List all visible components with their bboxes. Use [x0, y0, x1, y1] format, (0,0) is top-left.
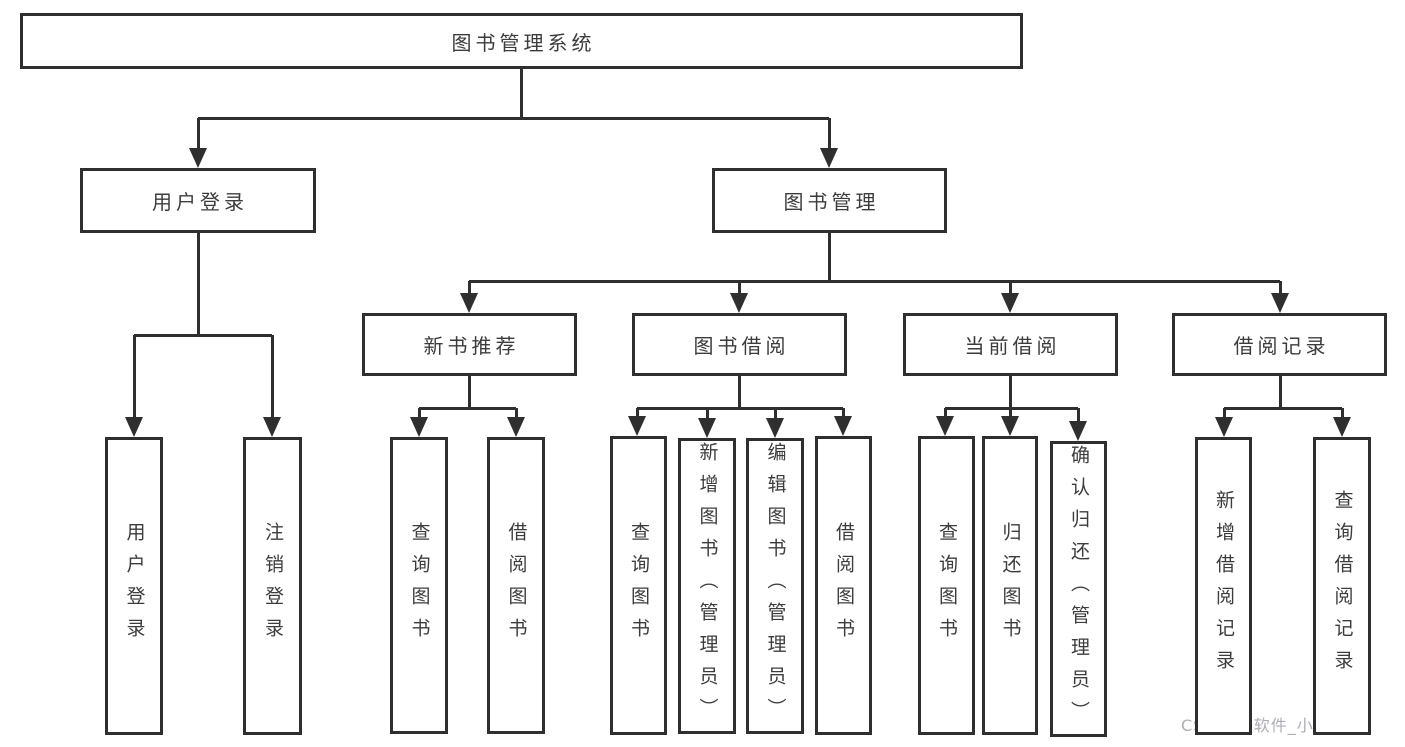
- node-label-bb-borrow-book: 借阅图书: [833, 521, 855, 650]
- arrow-down-icon: [1001, 416, 1019, 436]
- arrow-down-icon: [1271, 293, 1289, 313]
- connector-line: [419, 406, 516, 410]
- node-bb-add-book-admin: 新增图书（管理员）: [678, 438, 736, 734]
- node-user-login-group: 用户登录: [80, 168, 316, 233]
- connector-line: [1278, 376, 1282, 409]
- connector-line: [637, 406, 843, 410]
- node-borrow-records: 借阅记录: [1172, 313, 1387, 376]
- node-br-query-record: 查询借阅记录: [1313, 437, 1371, 735]
- node-label-user-login: 用户登录: [123, 522, 146, 650]
- node-label-cb-confirm-return-admin: 确认归还（管理员）: [1068, 445, 1090, 733]
- node-label-book-borrow: 图书借阅: [693, 334, 790, 358]
- arrow-down-icon: [263, 417, 281, 437]
- connector-line: [1008, 376, 1012, 409]
- arrow-down-icon: [698, 418, 716, 438]
- connector-line: [198, 116, 829, 120]
- connector-line: [417, 408, 421, 424]
- connector-line: [705, 408, 709, 425]
- connector-line: [134, 333, 272, 337]
- node-label-book-management: 图书管理: [783, 190, 880, 214]
- connector-line: [469, 279, 1280, 283]
- node-bb-borrow-book: 借阅图书: [815, 436, 872, 735]
- node-nb-query-book: 查询图书: [390, 437, 448, 734]
- node-label-bb-query-book: 查询图书: [628, 521, 650, 650]
- node-bb-query-book: 查询图书: [610, 436, 667, 735]
- node-label-new-book-recommend: 新书推荐: [423, 334, 520, 358]
- connector-line: [1340, 408, 1344, 424]
- node-cb-query-book: 查询图书: [918, 436, 975, 735]
- connector-line: [132, 335, 136, 423]
- node-cb-return-book: 归还图书: [982, 436, 1038, 735]
- arrow-down-icon: [1333, 417, 1351, 437]
- connector-line: [737, 376, 741, 409]
- connector-line: [827, 233, 831, 282]
- connector-line: [270, 335, 274, 423]
- node-label-user-login-group: 用户登录: [152, 190, 248, 214]
- node-label-bb-edit-book-admin: 编辑图书（管理员）: [764, 442, 787, 730]
- connector-line: [945, 406, 1078, 410]
- node-user-login: 用户登录: [105, 437, 163, 735]
- arrow-down-icon: [507, 417, 525, 437]
- connector-line: [773, 408, 777, 425]
- node-label-logout: 注销登录: [262, 522, 284, 650]
- arrow-down-icon: [1069, 421, 1087, 441]
- arrow-down-icon: [820, 148, 838, 168]
- arrow-down-icon: [189, 148, 207, 168]
- connector-line: [467, 376, 471, 409]
- node-current-borrow: 当前借阅: [903, 313, 1118, 376]
- node-label-system-root: 图书管理系统: [451, 30, 596, 55]
- connector-line: [1076, 408, 1080, 428]
- arrow-down-icon: [730, 293, 748, 313]
- arrow-down-icon: [460, 293, 478, 313]
- connector-line: [1278, 281, 1282, 301]
- arrow-down-icon: [125, 417, 143, 437]
- node-label-nb-query-book: 查询图书: [408, 521, 431, 650]
- arrow-down-icon: [834, 416, 852, 436]
- node-label-borrow-records: 借阅记录: [1233, 334, 1330, 358]
- connector-line: [737, 281, 741, 301]
- node-book-management: 图书管理: [712, 168, 947, 233]
- node-label-nb-borrow-book: 借阅图书: [505, 521, 528, 650]
- arrow-down-icon: [936, 416, 954, 436]
- node-bb-edit-book-admin: 编辑图书（管理员）: [746, 438, 804, 734]
- arrow-down-icon: [1215, 417, 1233, 437]
- connector-line: [519, 69, 523, 120]
- connector-line: [1224, 406, 1342, 410]
- node-br-add-record: 新增借阅记录: [1195, 437, 1252, 735]
- node-label-current-borrow: 当前借阅: [964, 334, 1061, 358]
- arrow-down-icon: [1001, 293, 1019, 313]
- node-system-root: 图书管理系统: [20, 13, 1023, 69]
- node-label-cb-return-book: 归还图书: [999, 521, 1022, 650]
- node-label-br-query-record: 查询借阅记录: [1331, 490, 1354, 682]
- arrow-down-icon: [766, 418, 784, 438]
- connector-line: [196, 233, 200, 336]
- connector-line: [1008, 281, 1012, 301]
- node-new-book-recommend: 新书推荐: [362, 313, 577, 376]
- node-logout: 注销登录: [243, 437, 302, 735]
- node-nb-borrow-book: 借阅图书: [487, 437, 545, 734]
- node-label-bb-add-book-admin: 新增图书（管理员）: [696, 442, 719, 730]
- arrow-down-icon: [410, 417, 428, 437]
- connector-line: [196, 118, 200, 156]
- node-label-br-add-record: 新增借阅记录: [1213, 490, 1235, 682]
- connector-line: [827, 118, 831, 156]
- arrow-down-icon: [628, 416, 646, 436]
- node-book-borrow: 图书借阅: [632, 313, 847, 376]
- node-label-cb-query-book: 查询图书: [936, 521, 958, 650]
- node-cb-confirm-return-admin: 确认归还（管理员）: [1050, 441, 1107, 737]
- connector-line: [467, 281, 471, 301]
- connector-line: [1222, 408, 1226, 424]
- connector-line: [514, 408, 518, 424]
